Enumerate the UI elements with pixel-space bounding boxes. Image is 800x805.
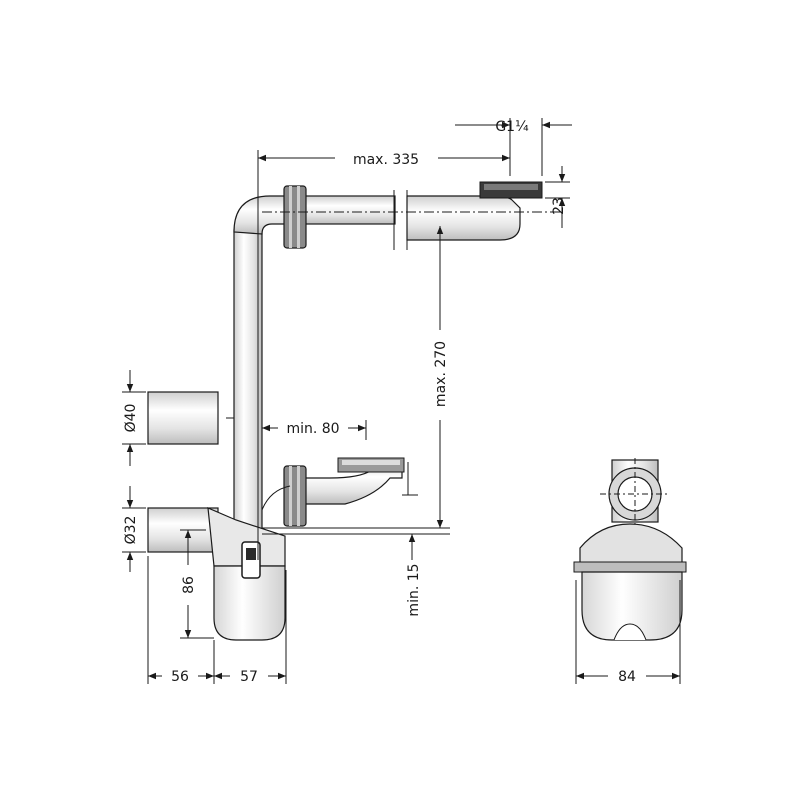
overflow-pipe [233,181,560,541]
dim-cap-height-label: 23 [551,197,567,215]
trap-body [147,507,286,641]
dim-max-height-label: max. 270 [433,341,449,407]
pipe-section-d40 [147,391,234,445]
dim-outlet-width-label: 56 [171,669,189,685]
dim-thread-label: G1¼ [495,119,529,135]
dim-max-length-label: max. 335 [353,152,419,168]
dim-min-offset-label: min. 80 [286,421,339,437]
dim-trap-height-label: 86 [181,576,197,594]
dim-trap-width-label: 57 [240,669,258,685]
dimension-lines [122,118,681,684]
side-view [573,458,687,641]
dim-diameter-32-label: Ø32 [123,516,139,545]
inlet-pipe [261,457,405,527]
dim-min-clearance-label: min. 15 [406,563,422,616]
dim-diameter-40-label: Ø40 [123,404,139,433]
dim-side-width-label: 84 [618,669,636,685]
